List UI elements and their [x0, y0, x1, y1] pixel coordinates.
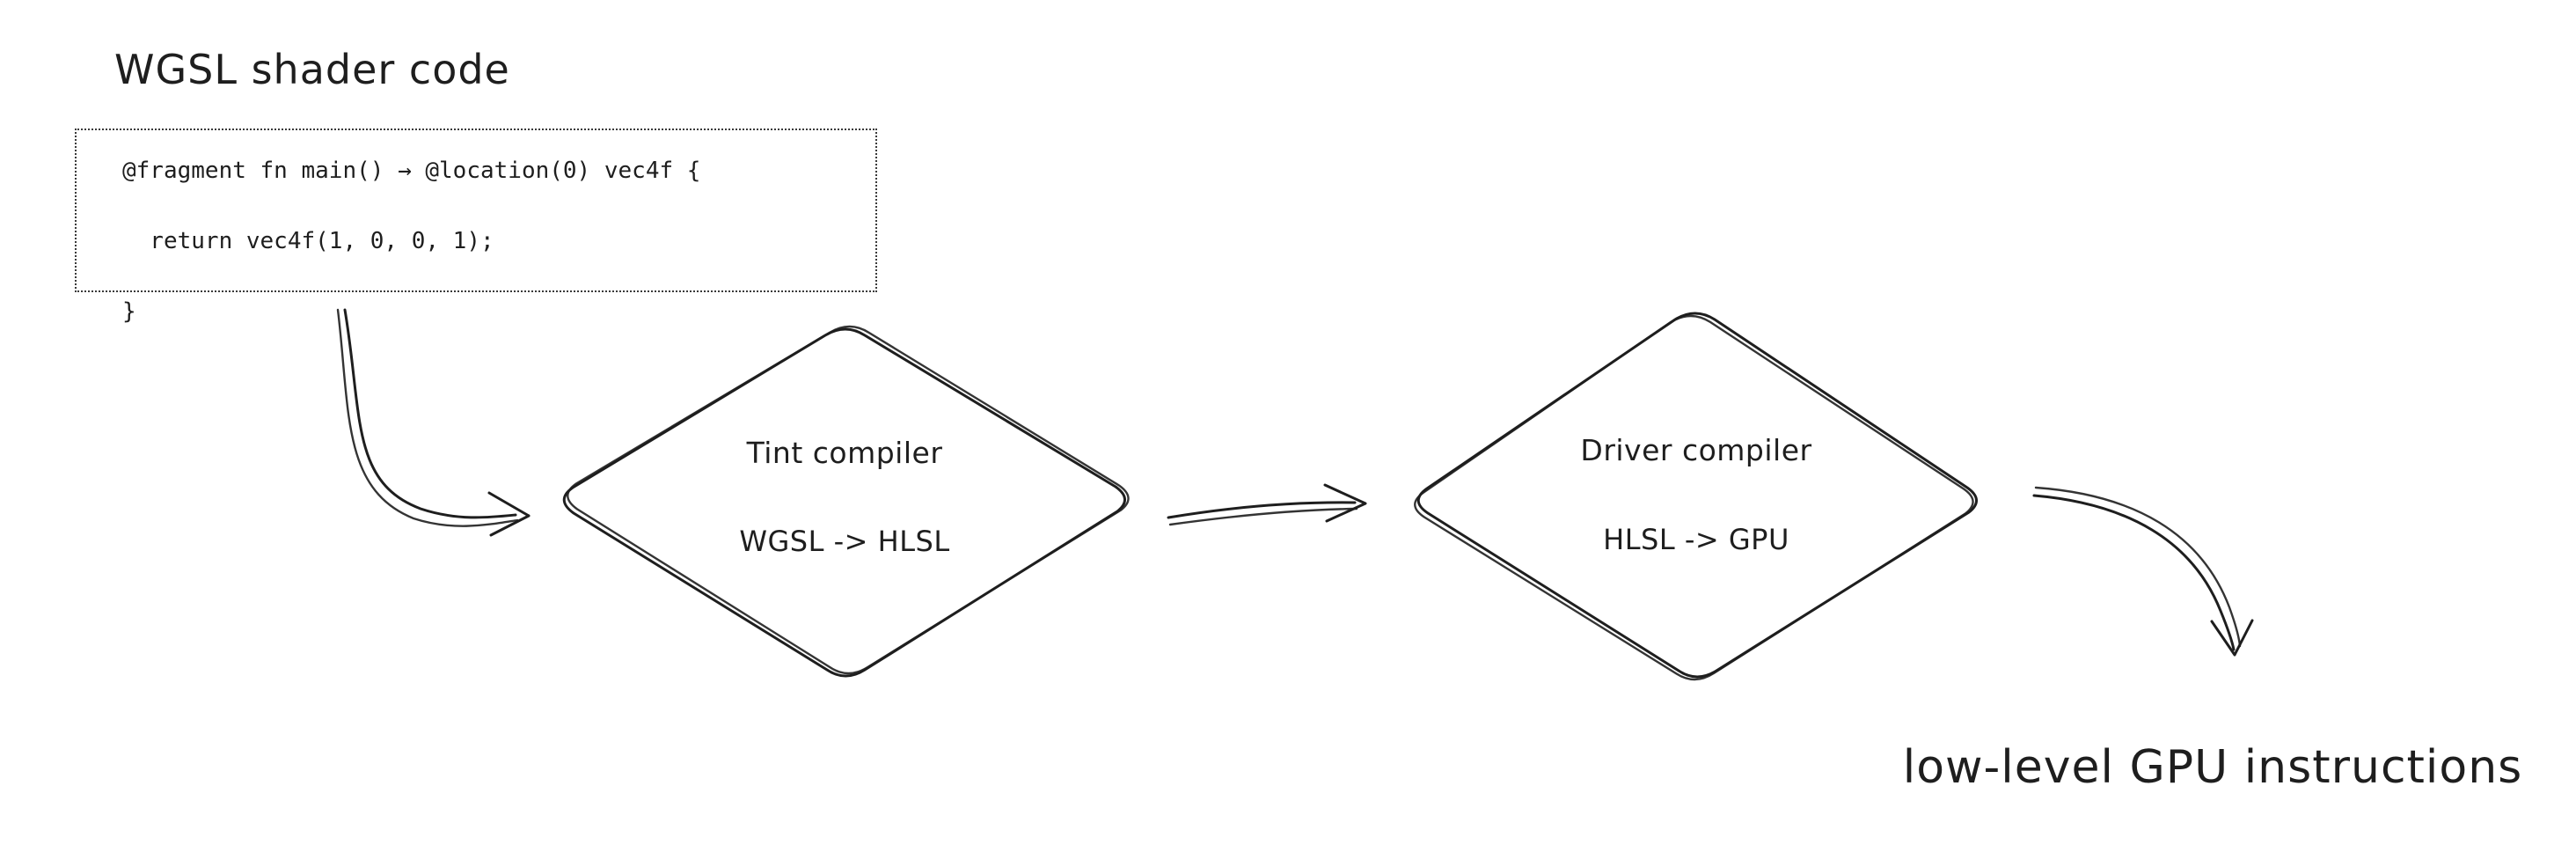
wgsl-code-box: @fragment fn main() → @location(0) vec4f… [75, 129, 877, 325]
tint-compiler-sublabel: WGSL -> HLSL [739, 525, 950, 558]
code-line-2: return vec4f(1, 0, 0, 1); [122, 228, 494, 254]
driver-compiler-sublabel: HLSL -> GPU [1603, 523, 1789, 556]
code-line-1: @fragment fn main() → @location(0) vec4f… [122, 158, 701, 184]
wgsl-code-text: @fragment fn main() → @location(0) vec4f… [122, 153, 700, 329]
tint-compiler-diamond-shape [562, 325, 1130, 678]
tint-compiler-label: Tint compiler [746, 436, 943, 470]
arrow-codebox-to-tint [336, 308, 531, 537]
arrow-driver-to-output [2032, 486, 2254, 657]
arrow-tint-to-driver [1167, 483, 1367, 526]
driver-compiler-diamond-shape [1414, 312, 1978, 681]
code-line-3: } [122, 298, 136, 325]
driver-compiler-label: Driver compiler [1580, 433, 1812, 467]
diagram-title: WGSL shader code [114, 46, 510, 93]
output-label: low-level GPU instructions [1902, 741, 2523, 794]
